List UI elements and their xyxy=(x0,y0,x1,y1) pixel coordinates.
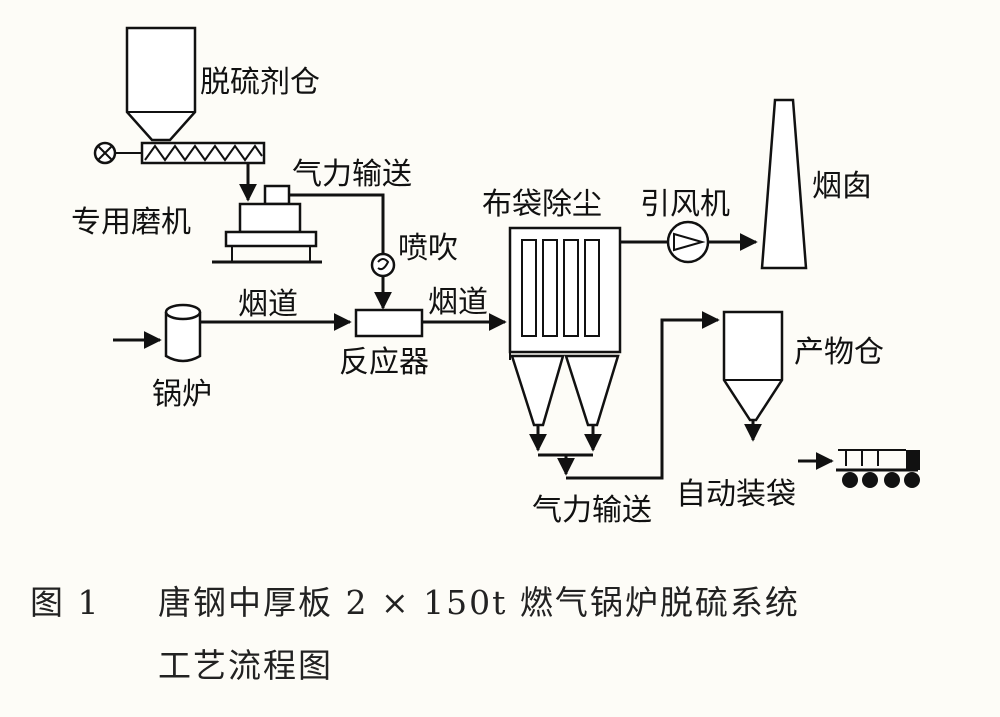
product-silo xyxy=(722,310,784,422)
pneumatic-line-bottom xyxy=(566,311,720,480)
label-chimney: 烟囱 xyxy=(812,169,872,204)
label-desulfurizer-silo: 脱硫剂仓 xyxy=(200,65,320,100)
special-mill xyxy=(212,184,322,264)
label-bag-filter: 布袋除尘 xyxy=(482,187,602,222)
reactor xyxy=(354,308,424,338)
label-pneumatic-conveying-bottom: 气力输送 xyxy=(532,493,652,528)
label-injection: 喷吹 xyxy=(398,231,458,266)
bag-filter xyxy=(508,226,622,427)
label-special-mill: 专用磨机 xyxy=(71,205,191,240)
auto-bagging-machine xyxy=(836,449,920,488)
desulfurizer-silo xyxy=(125,26,197,142)
pneumatic-line-top xyxy=(289,193,385,253)
caption-line-1: 唐钢中厚板 2 × 150t 燃气锅炉脱硫系统 xyxy=(158,583,800,622)
caption-line-2: 工艺流程图 xyxy=(158,646,333,685)
boiler xyxy=(164,303,202,363)
label-reactor: 反应器 xyxy=(339,345,429,380)
caption-figure-number: 图 1 xyxy=(30,583,101,622)
label-auto-bagging: 自动装袋 xyxy=(676,477,796,512)
valve-icon xyxy=(93,141,117,165)
label-product-silo: 产物仓 xyxy=(794,335,884,370)
screw-conveyor xyxy=(115,141,266,165)
injection-blower-icon xyxy=(370,252,396,278)
label-flue-2: 烟道 xyxy=(428,285,488,320)
label-induced-fan: 引风机 xyxy=(640,187,730,222)
induced-fan-icon xyxy=(666,220,710,264)
label-boiler: 锅炉 xyxy=(152,377,212,412)
label-pneumatic-conveying-top: 气力输送 xyxy=(292,157,412,192)
chimney xyxy=(760,98,808,270)
label-flue-1: 烟道 xyxy=(238,287,298,322)
